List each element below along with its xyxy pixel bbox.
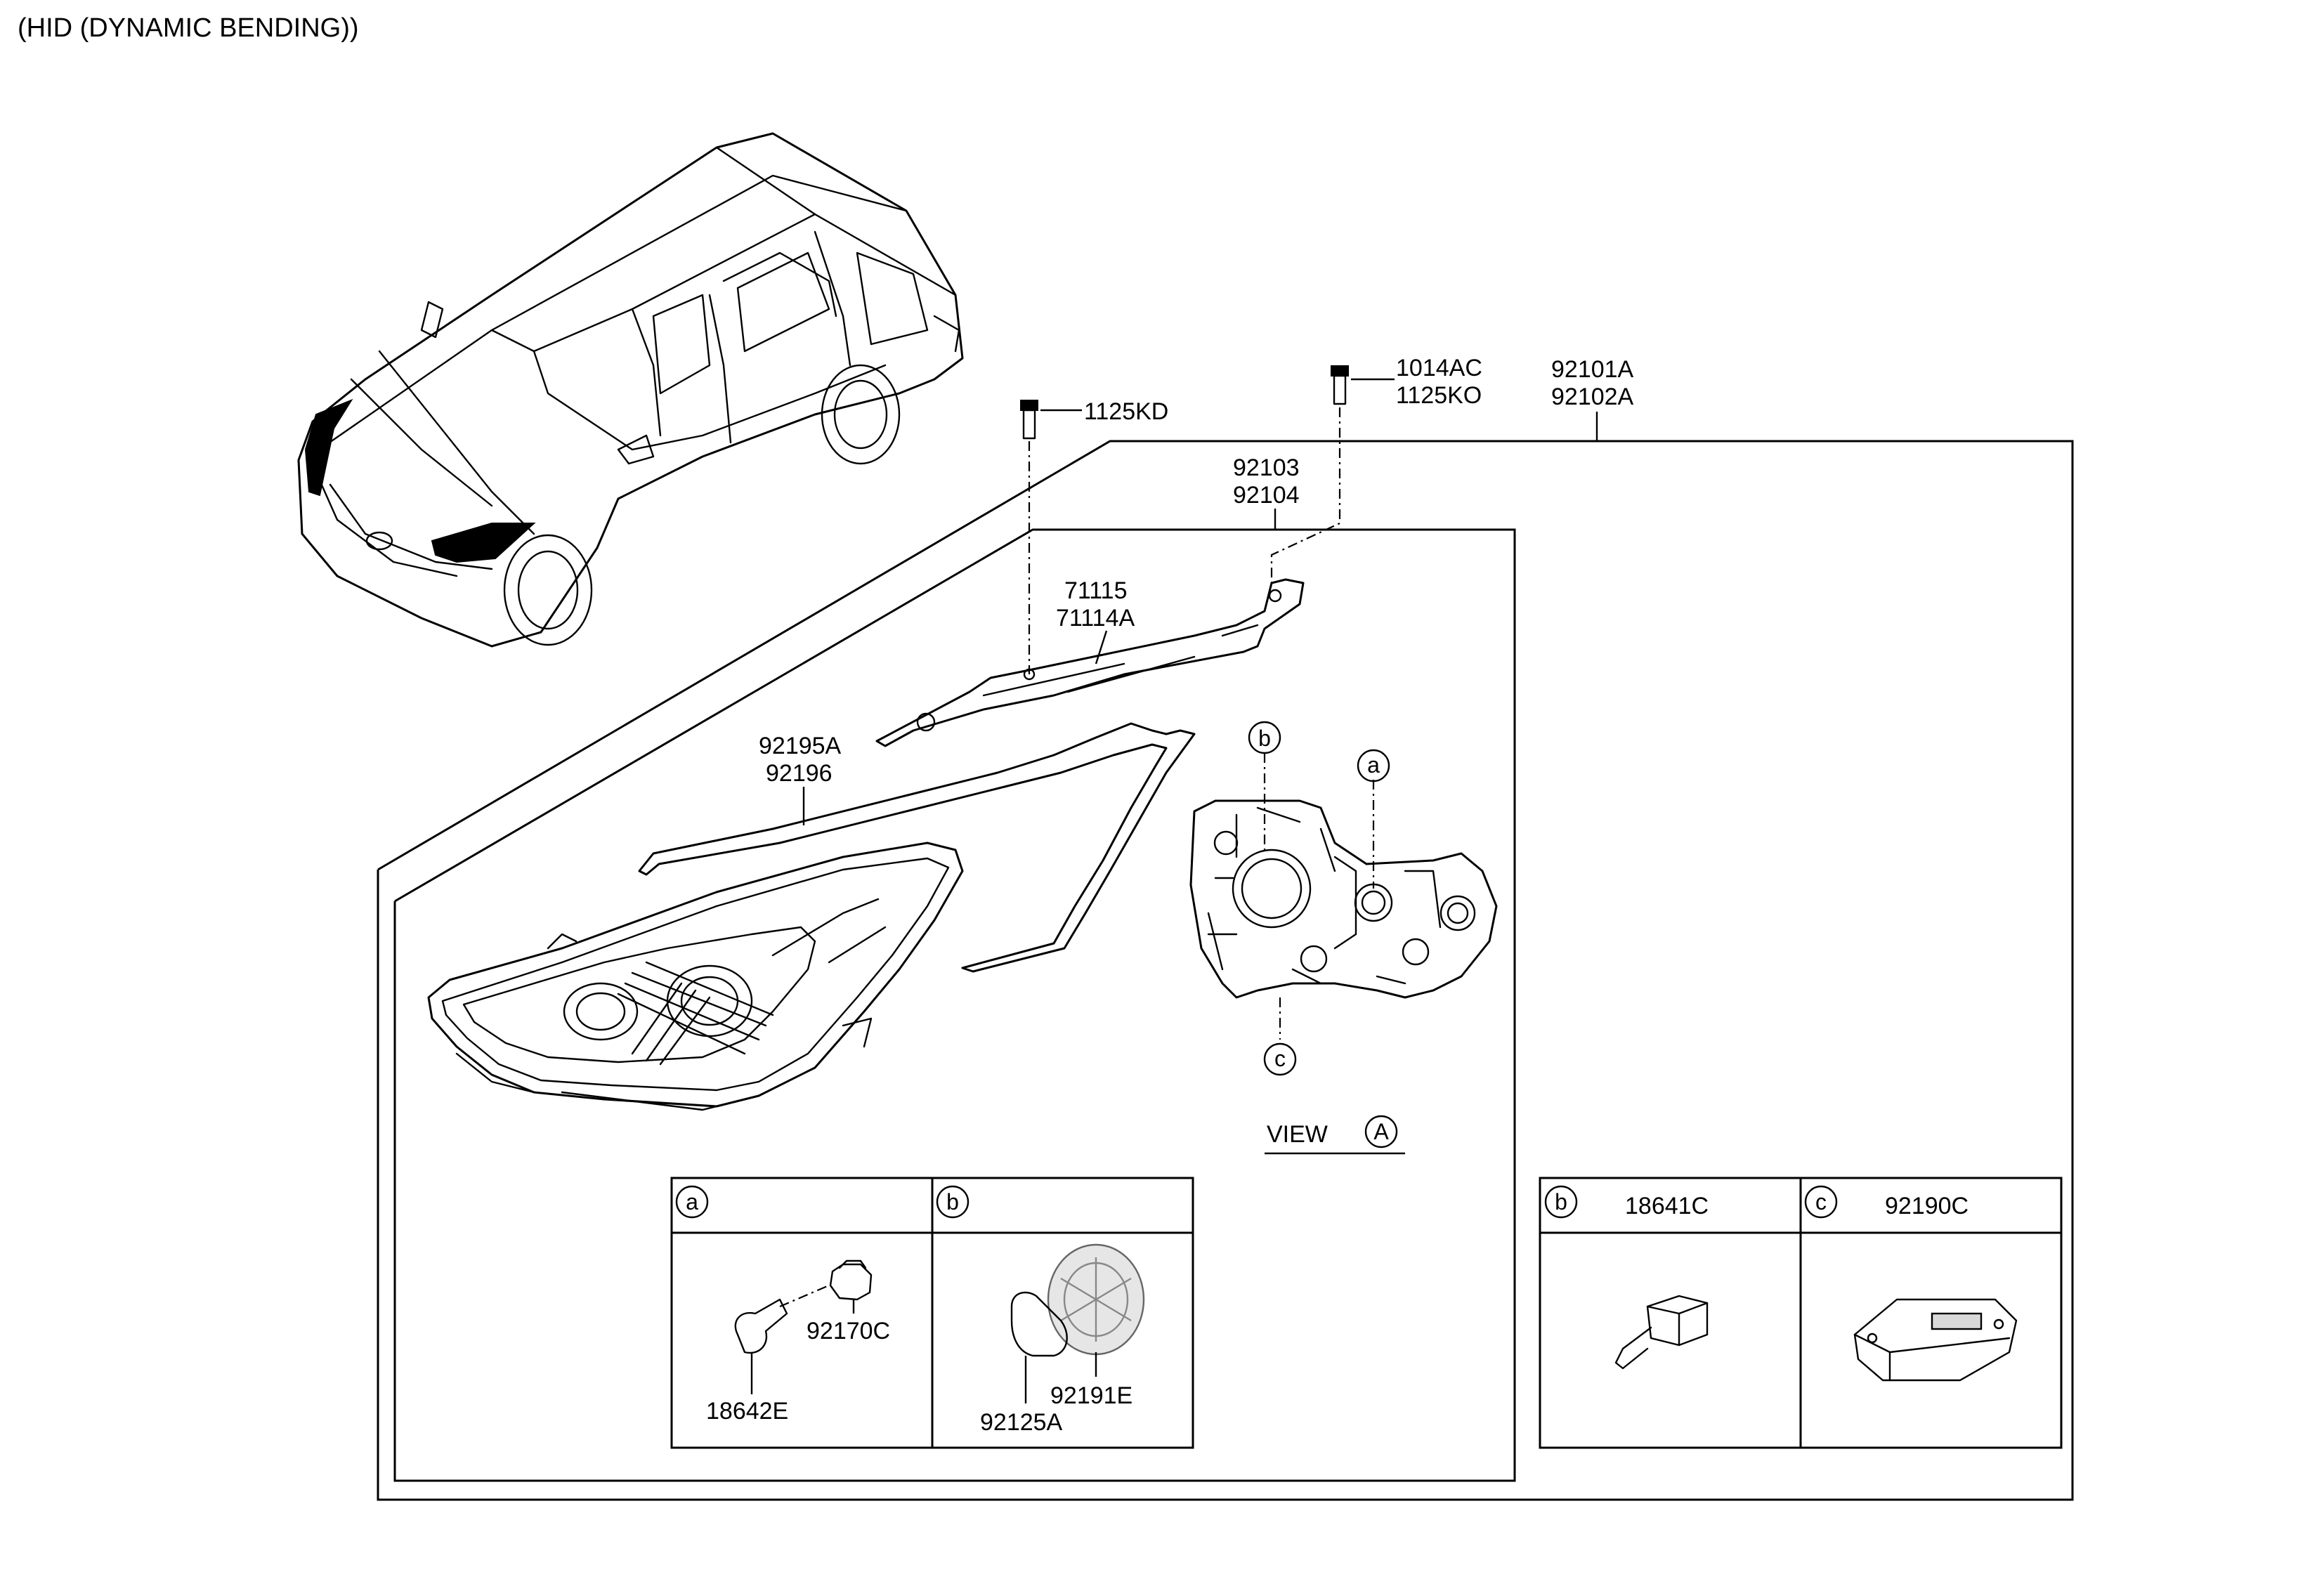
detail-cell-a: a 92170C 18642E [675,1185,890,1425]
svg-text:a: a [1367,752,1380,778]
bolt-right-centerline [1270,407,1341,583]
bolt-left-shank-icon [1022,409,1036,440]
hid-bulb-18641C-icon [1646,1295,1709,1347]
view-marker-a: a [1357,749,1390,783]
detail-cell-b: b 92191E 92125A [936,1185,1145,1436]
headlamp-part [427,842,964,1111]
diagram-title: (HID (DYNAMIC BENDING)) [18,13,359,43]
assembly-callout: 92101A 92102A [1551,356,1634,441]
detail-cell-c-right: c 92190C [1804,1185,2018,1382]
callout-1125KD: 1125KD [1084,398,1168,425]
svg-text:b: b [1258,726,1271,751]
bracket-part: 71115 71114A [875,577,1305,747]
bracket-mount-hole-icon [916,712,936,732]
callout-71114A: 71114A [1056,605,1135,631]
callout-1014AC: 1014AC [1396,355,1482,381]
svg-text:c: c [1274,1046,1286,1071]
callout-92170C: 92170C [807,1318,890,1344]
trim-strip-part: 92195A 92196 [638,722,1196,973]
detail-box-right: b 18641C c 92190C [1539,1177,2063,1449]
svg-text:c: c [1815,1189,1827,1214]
svg-text:a: a [686,1189,698,1214]
socket-92170C-icon [829,1263,873,1301]
vehicle-illustration [297,132,964,648]
callout-92191E: 92191E [1050,1382,1132,1409]
svg-text:b: b [1555,1189,1567,1214]
callout-92101A: 92101A [1551,356,1634,383]
detail-cell-b-right: b 18641C [1544,1185,1709,1370]
callout-92190C: 92190C [1885,1193,1969,1219]
callout-92102A: 92102A [1551,384,1634,410]
bulb-18642E-icon [734,1298,788,1354]
assembly-frames [377,440,2074,1501]
detail-box-left: a 92170C 18642E b 92191E 92125A [670,1177,1194,1449]
bolt-right-shank-icon [1333,374,1347,405]
callout-18641C: 18641C [1625,1193,1709,1219]
seal-92125A-icon [1010,1291,1068,1357]
view-marker-b: b [1248,721,1281,754]
ballast-92190C-icon [1853,1298,2018,1382]
bolt-right-group: 1014AC 1125KO [1270,355,1482,583]
housing-callout: 92103 92104 [1233,454,1300,530]
rear-view-part: b a c [1189,721,1498,1076]
view-word: VIEW [1267,1121,1328,1148]
callout-18642E: 18642E [706,1398,788,1425]
callout-92125A: 92125A [980,1409,1063,1436]
callout-92103: 92103 [1233,454,1300,481]
callout-92196: 92196 [766,760,833,787]
view-letter: A [1373,1119,1389,1144]
view-marker-c: c [1263,1042,1297,1076]
bolt-right-head-icon [1331,365,1349,377]
callout-1125KO: 1125KO [1396,382,1482,409]
bolt-left-head-icon [1020,400,1038,411]
callout-71115: 71115 [1064,577,1128,604]
callout-92104: 92104 [1233,482,1300,509]
svg-text:b: b [946,1189,959,1214]
view-a-label: VIEW A [1265,1115,1405,1155]
bolt-left-group: 1125KD [1020,398,1168,674]
callout-92195A: 92195A [759,733,842,759]
